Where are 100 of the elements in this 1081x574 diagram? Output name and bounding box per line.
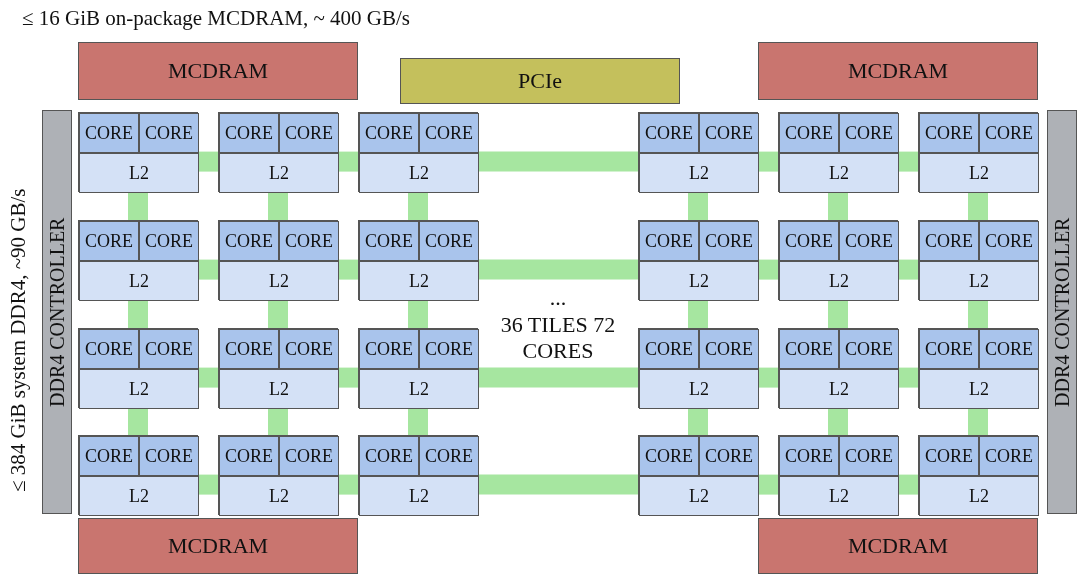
core-box: CORE [359, 436, 419, 476]
mesh-link [968, 408, 988, 435]
controller-bar: DDR4 CONTROLLER [1047, 110, 1077, 514]
memory-block: MCDRAM [78, 42, 358, 100]
mesh-link [408, 408, 428, 435]
core-box: CORE [839, 113, 899, 153]
core-box: CORE [779, 221, 839, 261]
mesh-link [688, 192, 708, 220]
cache-box: L2 [779, 261, 899, 301]
core-box: CORE [219, 113, 279, 153]
mesh-link [758, 367, 778, 388]
mesh-link [408, 192, 428, 220]
mesh-link [968, 192, 988, 220]
tile-box [358, 328, 478, 408]
cache-box: L2 [359, 261, 479, 301]
heading-text: ≤ 16 GiB on-package MCDRAM, ~ 400 GB/s [22, 6, 411, 31]
core-box: CORE [919, 436, 979, 476]
mesh-link [758, 151, 778, 172]
tile-box [78, 328, 198, 408]
core-box: CORE [359, 113, 419, 153]
mesh-link [198, 259, 218, 280]
core-box: CORE [279, 436, 339, 476]
core-box: CORE [359, 221, 419, 261]
mesh-link [828, 300, 848, 328]
mesh-link [898, 474, 918, 495]
cache-box: L2 [79, 261, 199, 301]
mesh-link [128, 300, 148, 328]
core-box: CORE [279, 113, 339, 153]
memory-block: MCDRAM [78, 518, 358, 574]
core-box: CORE [139, 436, 199, 476]
core-box: CORE [79, 221, 139, 261]
mesh-link [198, 474, 218, 495]
core-box: CORE [279, 221, 339, 261]
mesh-link [898, 367, 918, 388]
core-box: CORE [139, 113, 199, 153]
mesh-link [478, 474, 638, 495]
mesh-link [338, 259, 358, 280]
core-box: CORE [779, 113, 839, 153]
mesh-link [758, 259, 778, 280]
core-box: CORE [419, 436, 479, 476]
core-box: CORE [699, 329, 759, 369]
mesh-link [688, 408, 708, 435]
mesh-link [758, 474, 778, 495]
core-box: CORE [419, 113, 479, 153]
cache-box: L2 [359, 153, 479, 193]
memory-block: MCDRAM [758, 518, 1038, 574]
core-box: CORE [699, 221, 759, 261]
mesh-link [338, 367, 358, 388]
mesh-link [338, 151, 358, 172]
tile-box [638, 112, 758, 192]
cache-box: L2 [779, 369, 899, 409]
controller-bar: DDR4 CONTROLLER [42, 110, 72, 514]
core-box: CORE [419, 221, 479, 261]
tile-box [778, 220, 898, 300]
core-box: CORE [919, 221, 979, 261]
core-box: CORE [779, 329, 839, 369]
core-box: CORE [979, 221, 1039, 261]
core-box: CORE [979, 436, 1039, 476]
core-box: CORE [419, 329, 479, 369]
core-box: CORE [839, 436, 899, 476]
cache-box: L2 [639, 261, 759, 301]
mesh-link [478, 367, 638, 388]
core-box: CORE [139, 221, 199, 261]
pcie-block: PCIe [400, 58, 680, 104]
cache-box: L2 [219, 153, 339, 193]
side-label: ≤ 384 GiB system DDR4, ~90 GB/s [6, 187, 31, 494]
cache-box: L2 [79, 369, 199, 409]
tile-box [218, 220, 338, 300]
cache-box: L2 [359, 369, 479, 409]
core-box: CORE [79, 113, 139, 153]
mesh-link [128, 408, 148, 435]
tile-box [778, 328, 898, 408]
core-box: CORE [699, 436, 759, 476]
core-box: CORE [639, 113, 699, 153]
mesh-link [338, 474, 358, 495]
cache-box: L2 [79, 153, 199, 193]
mesh-link [408, 300, 428, 328]
core-box: CORE [79, 329, 139, 369]
cache-box: L2 [359, 476, 479, 516]
cache-box: L2 [639, 153, 759, 193]
tile-box [918, 220, 1038, 300]
cache-box: L2 [79, 476, 199, 516]
core-box: CORE [919, 113, 979, 153]
cache-box: L2 [219, 261, 339, 301]
tile-box [638, 328, 758, 408]
tile-box [638, 435, 758, 515]
cache-box: L2 [639, 369, 759, 409]
core-box: CORE [979, 329, 1039, 369]
core-box: CORE [359, 329, 419, 369]
core-box: CORE [219, 436, 279, 476]
mesh-link [688, 300, 708, 328]
tile-box [218, 112, 338, 192]
cache-box: L2 [919, 476, 1039, 516]
core-box: CORE [219, 221, 279, 261]
cache-box: L2 [219, 369, 339, 409]
mesh-link [828, 192, 848, 220]
core-box: CORE [839, 221, 899, 261]
mesh-link [268, 192, 288, 220]
tile-box [78, 112, 198, 192]
tile-box [358, 112, 478, 192]
